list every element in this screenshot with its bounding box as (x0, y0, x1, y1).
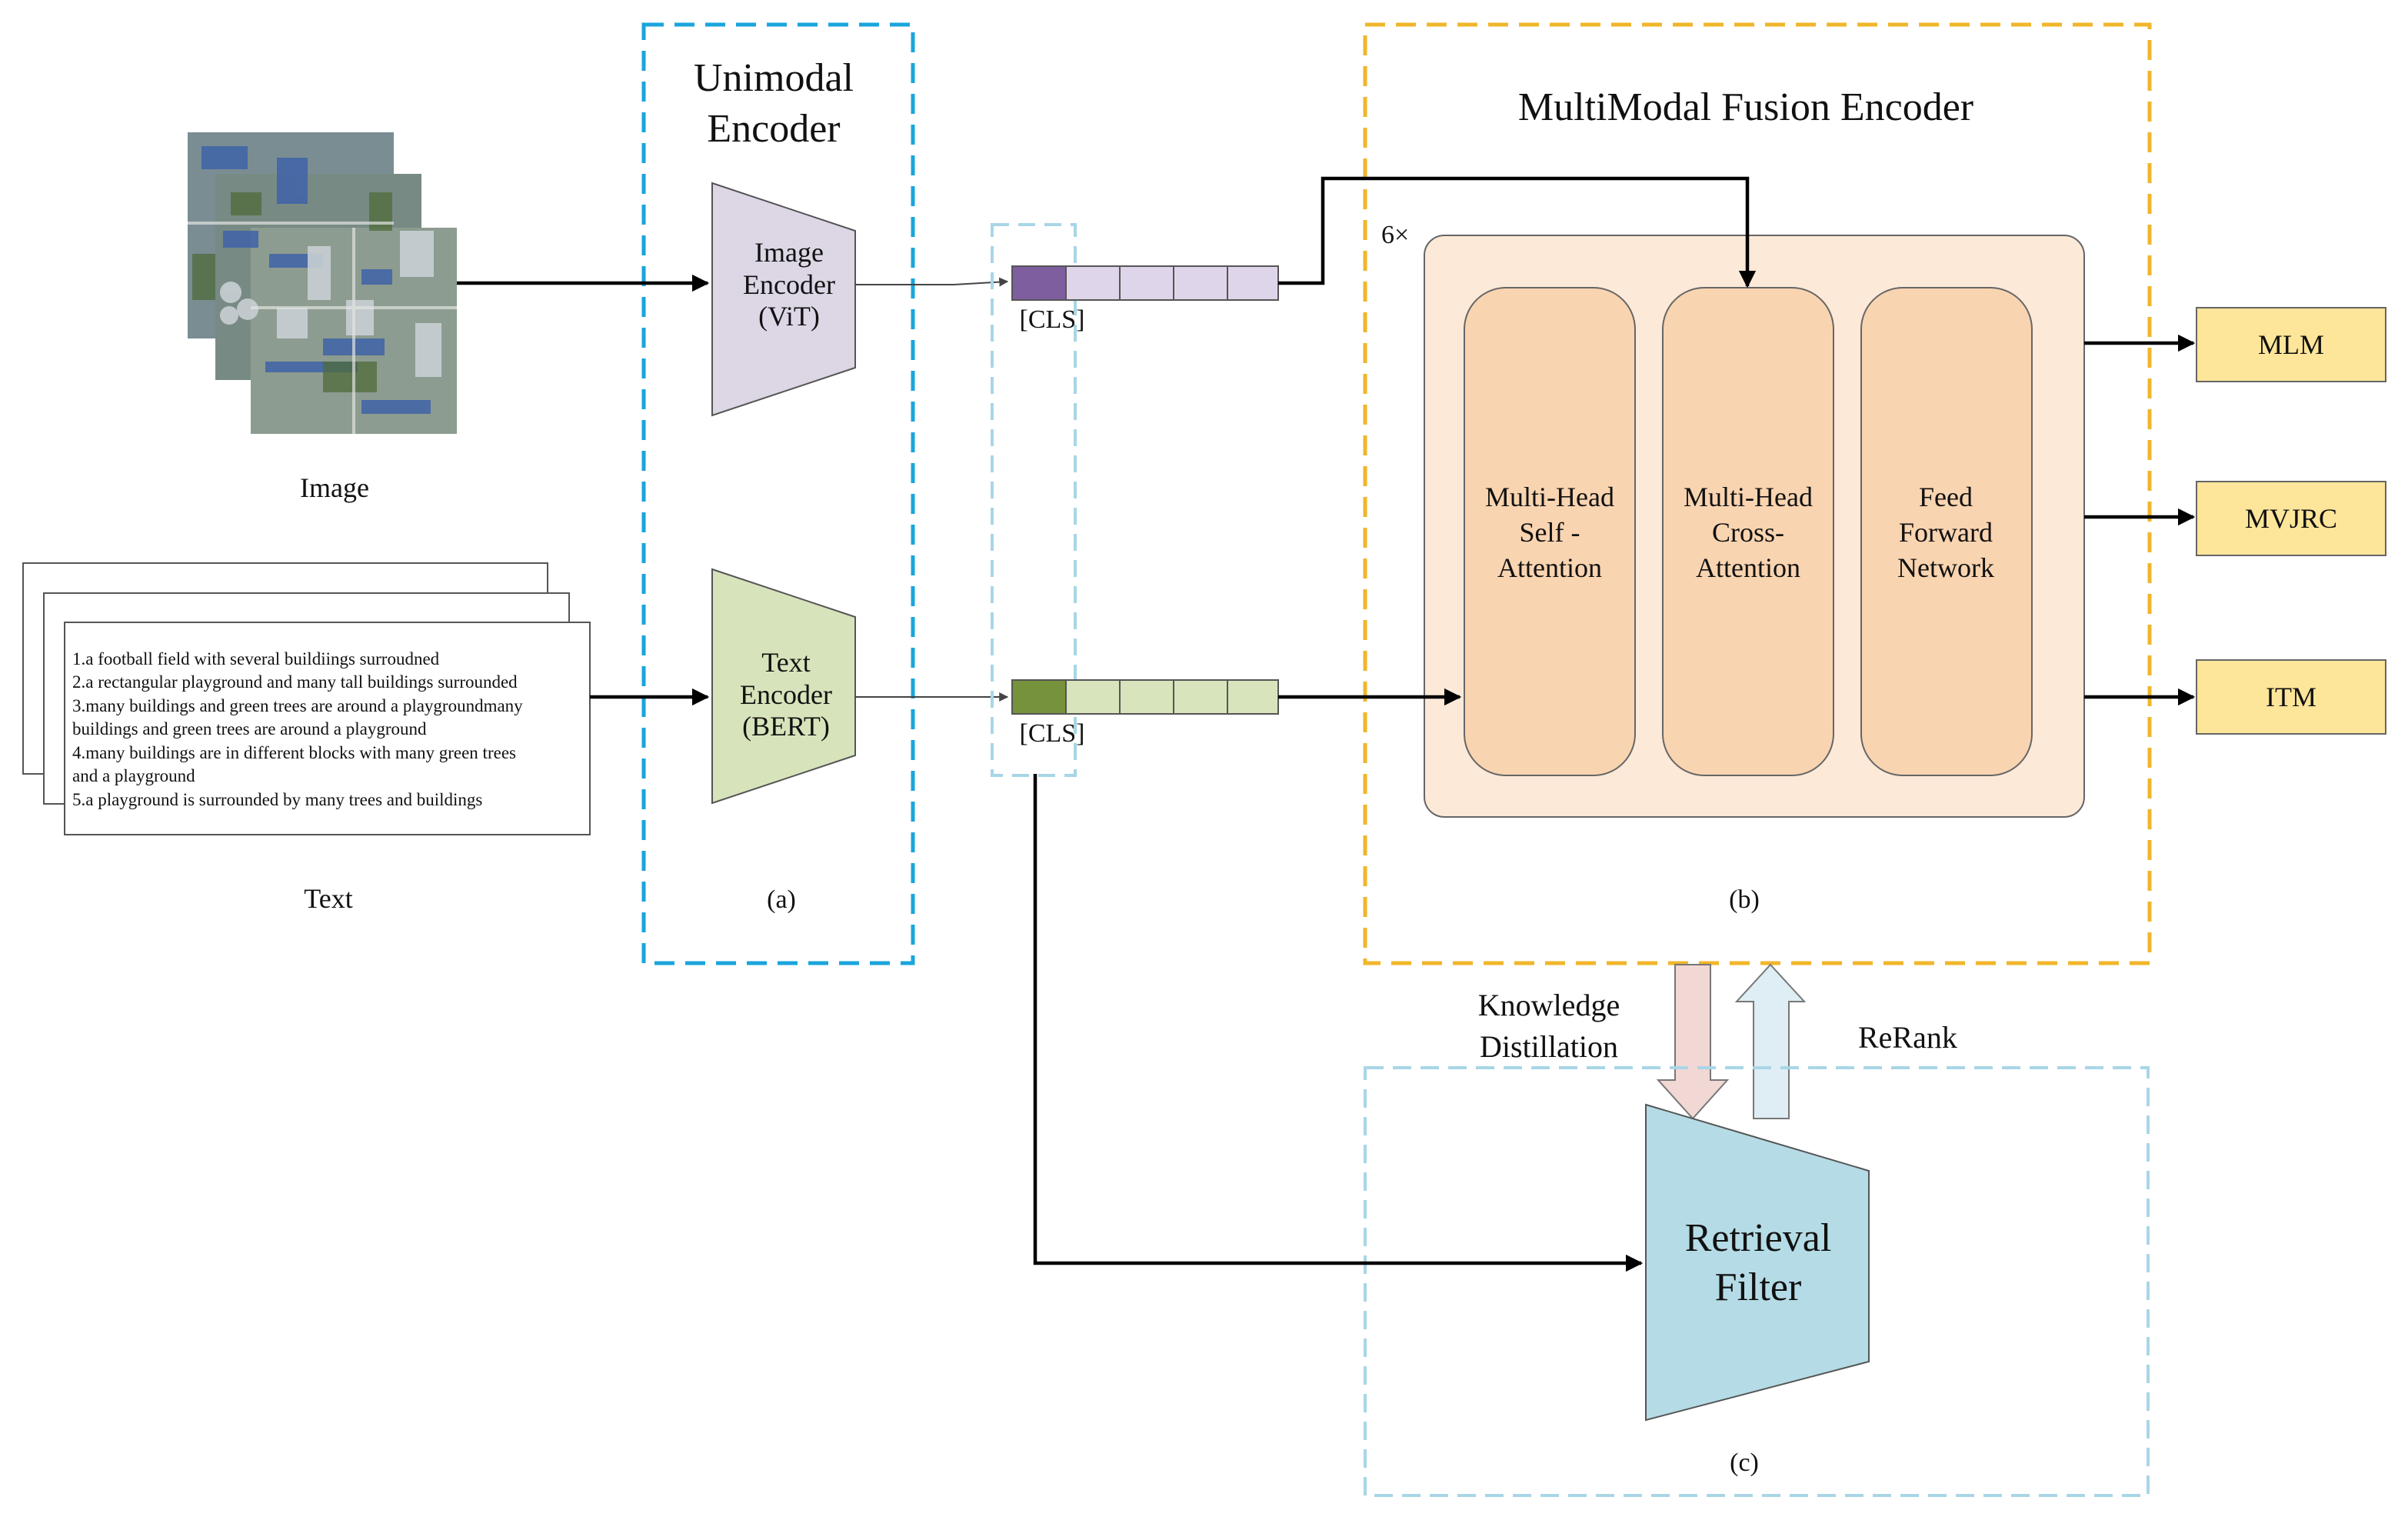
cross-attention-label: Cross- (1712, 517, 1784, 548)
feed-forward-label: Network (1897, 552, 1994, 583)
fusion-title: MultiModal Fusion Encoder (1518, 85, 1973, 129)
rerank-arrow (1734, 963, 1807, 1119)
image-encoder-to-tokens (855, 277, 1009, 287)
text-encoder (711, 568, 856, 805)
image-token (1227, 265, 1279, 301)
cls-to-retrieval-filter (1033, 774, 1644, 1272)
retrieval-filter-label: Retrieval (1685, 1216, 1832, 1260)
distillation-arrow (1656, 964, 1730, 1120)
text-token (1065, 679, 1121, 715)
image-encoder (711, 182, 856, 417)
filter-caption: (c) (1730, 1449, 1759, 1477)
image-label: Image (300, 472, 369, 503)
self-attention-label: Self - (1520, 517, 1580, 548)
itm-label: ITM (2266, 682, 2316, 712)
caption-line: 1.a football field with several buildiin… (72, 649, 440, 668)
retrieval-filter-label: Filter (1715, 1265, 1802, 1309)
caption-line: 4.many buildings are in different blocks… (72, 743, 516, 762)
rerank-label: ReRank (1858, 1020, 1957, 1055)
caption-line: 2.a rectangular playground and many tall… (72, 672, 518, 692)
image-tokens-to-cross-attention (1278, 176, 1757, 288)
fusion-caption: (b) (1729, 885, 1760, 914)
mvjrc-output (2196, 481, 2386, 556)
text-stack (22, 562, 591, 835)
distillation-label: Knowledge (1478, 988, 1620, 1022)
unimodal-title-line1: Unimodal (694, 56, 854, 100)
text-token (1227, 679, 1279, 715)
fusion-repeat-label: 6× (1381, 221, 1409, 249)
caption-lines: 1.a football field with several buildiin… (72, 649, 523, 809)
cross-attention-label: Multi-Head (1684, 482, 1813, 512)
unimodal-title-line2: Encoder (707, 107, 840, 151)
mlm-label: MLM (2258, 329, 2324, 360)
unimodal-caption: (a) (767, 885, 796, 914)
image-token-sequence (1011, 265, 1279, 301)
distillation-label: Distillation (1480, 1029, 1618, 1064)
image-cls-token (1011, 265, 1067, 301)
itm-output (2196, 659, 2386, 735)
image-token (1119, 265, 1174, 301)
text-label: Text (304, 883, 352, 914)
mlm-output (2196, 307, 2386, 382)
cross-attention-label: Attention (1696, 552, 1800, 583)
image-cls-label: [CLS] (1020, 305, 1085, 334)
text-cls-label: [CLS] (1020, 719, 1085, 748)
text-token-sequence (1011, 679, 1279, 715)
feed-forward-label: Feed (1919, 482, 1973, 512)
unimodal-encoder-box (641, 22, 915, 965)
feed-forward-label: Forward (1899, 517, 1993, 548)
self-attention-label: Attention (1497, 552, 1602, 583)
text-token (1173, 679, 1228, 715)
image-encoder-label: (ViT) (758, 301, 820, 332)
caption-line: buildings and green trees are around a p… (72, 719, 427, 738)
caption-line: 3.many buildings and green trees are aro… (72, 696, 523, 715)
caption-line: and a playground (72, 766, 195, 785)
image-token (1173, 265, 1228, 301)
caption-line: 5.a playground is surrounded by many tre… (72, 790, 482, 809)
mvjrc-label: MVJRC (2245, 503, 2337, 534)
self-attention-label: Multi-Head (1485, 482, 1614, 512)
text-cls-token (1011, 679, 1067, 715)
text-encoder-label: Text (761, 647, 810, 678)
image-token (1065, 265, 1121, 301)
image-encoder-label: Image (754, 237, 824, 268)
text-encoder-label: (BERT) (742, 711, 830, 742)
retrieval-filter (1645, 1103, 1870, 1422)
cls-region (991, 223, 1077, 777)
image-encoder-label: Encoder (743, 269, 835, 300)
feed-forward-block (1860, 287, 2033, 776)
text-token (1119, 679, 1174, 715)
image-stack (188, 132, 457, 434)
self-attention-block (1464, 287, 1636, 776)
retrieval-filter-box (1364, 1066, 2150, 1497)
text-encoder-label: Encoder (740, 679, 832, 710)
